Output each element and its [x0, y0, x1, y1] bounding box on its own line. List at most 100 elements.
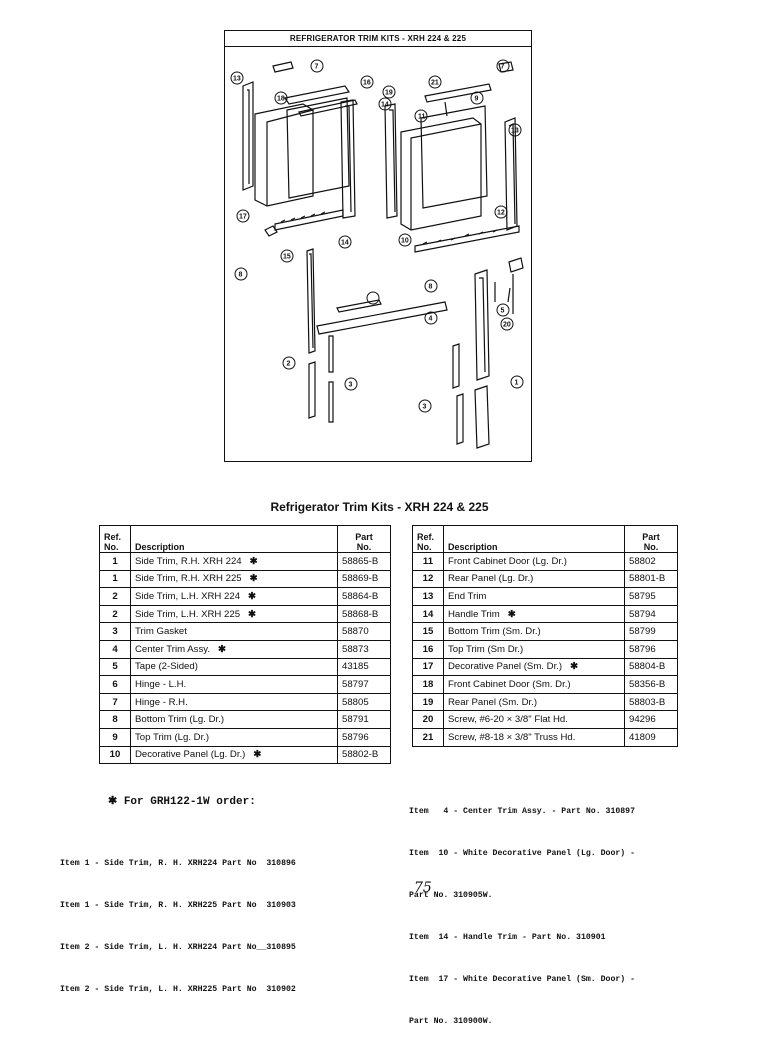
description-text: Screw, #6-20 × 3/8" Flat Hd.: [448, 714, 568, 726]
side-trim-lh: [306, 248, 316, 354]
grh-note-lines: Item 1 - Side Trim, R. H. XRH224 Part No…: [60, 829, 296, 1011]
note-line: Item 10 - White Decorative Panel (Lg. Do…: [409, 849, 636, 858]
note-line: Part No. 310905W.: [409, 891, 493, 900]
side-trim-rh: [474, 269, 490, 381]
part-no-cell: 58356-B: [624, 675, 678, 694]
ref-no-cell: 5: [99, 657, 131, 677]
description-text: Top Trim (Sm Dr.): [448, 643, 524, 655]
description-cell: Screw, #8-18 × 3/8" Truss Hd.: [443, 727, 625, 747]
rear-panel-large: [420, 105, 488, 209]
description-cell: Front Cabinet Door (Sm. Dr.): [443, 675, 625, 694]
ref-no-cell: 10: [99, 745, 131, 765]
ref-no-cell: 2: [99, 604, 131, 624]
ref-no-cell: 18: [412, 675, 444, 694]
description-text: Decorative Panel (Sm. Dr.): [448, 661, 563, 673]
description-cell: Side Trim, R.H. XRH 225 ✱: [130, 569, 338, 589]
screw: [444, 101, 448, 117]
part-no-cell: 58804-B: [624, 657, 678, 677]
description-text: Bottom Trim (Sm. Dr.): [448, 626, 541, 638]
ref-no-cell: 17: [412, 657, 444, 677]
part-no-cell: 58802-B: [337, 745, 391, 765]
hinge-rh-small: [264, 225, 278, 237]
handwritten-mark: 75: [414, 880, 432, 896]
callout-8-label: 8: [429, 284, 433, 291]
description-text: Side Trim, L.H. XRH 225: [135, 608, 241, 620]
callout-6: 7: [315, 64, 319, 71]
asterisk-mark: ✱: [570, 661, 579, 673]
table-row: 17 Decorative Panel (Sm. Dr.) ✱ 58804-B: [412, 657, 678, 677]
callout-20: 20: [503, 322, 511, 329]
callout-3b: 3: [423, 404, 427, 411]
part-no-cell: 43185: [337, 657, 391, 677]
white-parts-notes: Item 4 - Center Trim Assy. - Part No. 31…: [409, 777, 635, 1043]
description-cell: Rear Panel (Sm. Dr.): [443, 692, 625, 712]
description-cell: Top Trim (Lg. Dr.): [130, 727, 338, 747]
note-line: Item 2 - Side Trim, L. H. XRH225 Part No…: [60, 985, 296, 994]
exploded-view-drawing: 7 13 18 16 19 21 9 7 13 14 11 17 14 10 1…: [230, 59, 524, 449]
ref-no-cell: 2: [99, 587, 131, 606]
note-line: Item 1 - Side Trim, R. H. XRH225 Part No…: [60, 901, 296, 910]
ref-no-cell: 20: [412, 710, 444, 729]
asterisk-mark: ✱: [507, 608, 516, 620]
ref-no-cell: 11: [412, 552, 444, 571]
ref-no-cell: 8: [99, 710, 131, 729]
description-text: Hinge - R.H.: [135, 696, 188, 708]
description-cell: End Trim: [443, 587, 625, 606]
trim-gasket-right: [452, 343, 460, 389]
tape: [336, 299, 382, 313]
part-no-cell: 58797: [337, 675, 391, 694]
asterisk-mark: ✱: [248, 608, 257, 620]
center-trim: [316, 301, 448, 335]
bottom-trim-large: [414, 225, 520, 253]
note-line: Item 1 - Side Trim, R. H. XRH224 Part No…: [60, 859, 296, 868]
part-no-cell: 41809: [624, 727, 678, 747]
callout-11: 11: [418, 114, 426, 121]
description-cell: Decorative Panel (Lg. Dr.)✱: [130, 745, 338, 765]
description-text: End Trim: [448, 590, 487, 602]
description-text: Side Trim, R.H. XRH 225: [135, 573, 242, 585]
callout-7b: 8: [239, 272, 243, 279]
description-cell: Bottom Trim (Lg. Dr.): [130, 710, 338, 729]
trim-gasket-left: [328, 335, 334, 373]
description-cell: Screw, #6-20 × 3/8" Flat Hd.: [443, 710, 625, 729]
ref-no-cell: 16: [412, 639, 444, 659]
asterisk-mark: ✱: [248, 590, 257, 602]
ref-no-cell: 6: [99, 675, 131, 694]
ref-no-cell: 1: [99, 569, 131, 589]
col-ref-no: Ref. No.: [412, 525, 444, 553]
decorative-panel-small: [254, 103, 314, 207]
end-trim-left: [242, 81, 254, 191]
ref-no-cell: 14: [412, 604, 444, 624]
table-row: 16 Top Trim (Sm Dr.) 58796: [412, 639, 678, 659]
description-cell: Front Cabinet Door (Lg. Dr.): [443, 552, 625, 571]
part-no-cell: 58794: [624, 604, 678, 624]
part-no-cell: 58799: [624, 622, 678, 641]
callout-numbers: 7 13 18 16 19 21 9 7 13 14 11 17 14 10 1…: [230, 59, 524, 413]
tables-title: Refrigerator Trim Kits - XRH 224 & 225: [270, 500, 489, 514]
asterisk-mark: ✱: [249, 573, 258, 585]
part-no-cell: 58791: [337, 710, 391, 729]
part-no-cell: 58796: [624, 639, 678, 659]
callout-14b: 14: [341, 240, 349, 247]
asterisk-mark: ✱: [218, 643, 227, 655]
parts-diagram: REFRIGERATOR TRIM KITS - XRH 224 & 225: [224, 30, 532, 462]
ref-no-cell: 12: [412, 569, 444, 589]
description-text: Screw, #8-18 × 3/8" Truss Hd.: [448, 731, 576, 743]
description-cell: Side Trim, L.H. XRH 225 ✱: [130, 604, 338, 624]
description-text: Bottom Trim (Lg. Dr.): [135, 714, 225, 726]
part-no-cell: 58802: [624, 552, 678, 571]
callout-12: 12: [497, 210, 505, 217]
part-no-cell: 58873: [337, 639, 391, 659]
